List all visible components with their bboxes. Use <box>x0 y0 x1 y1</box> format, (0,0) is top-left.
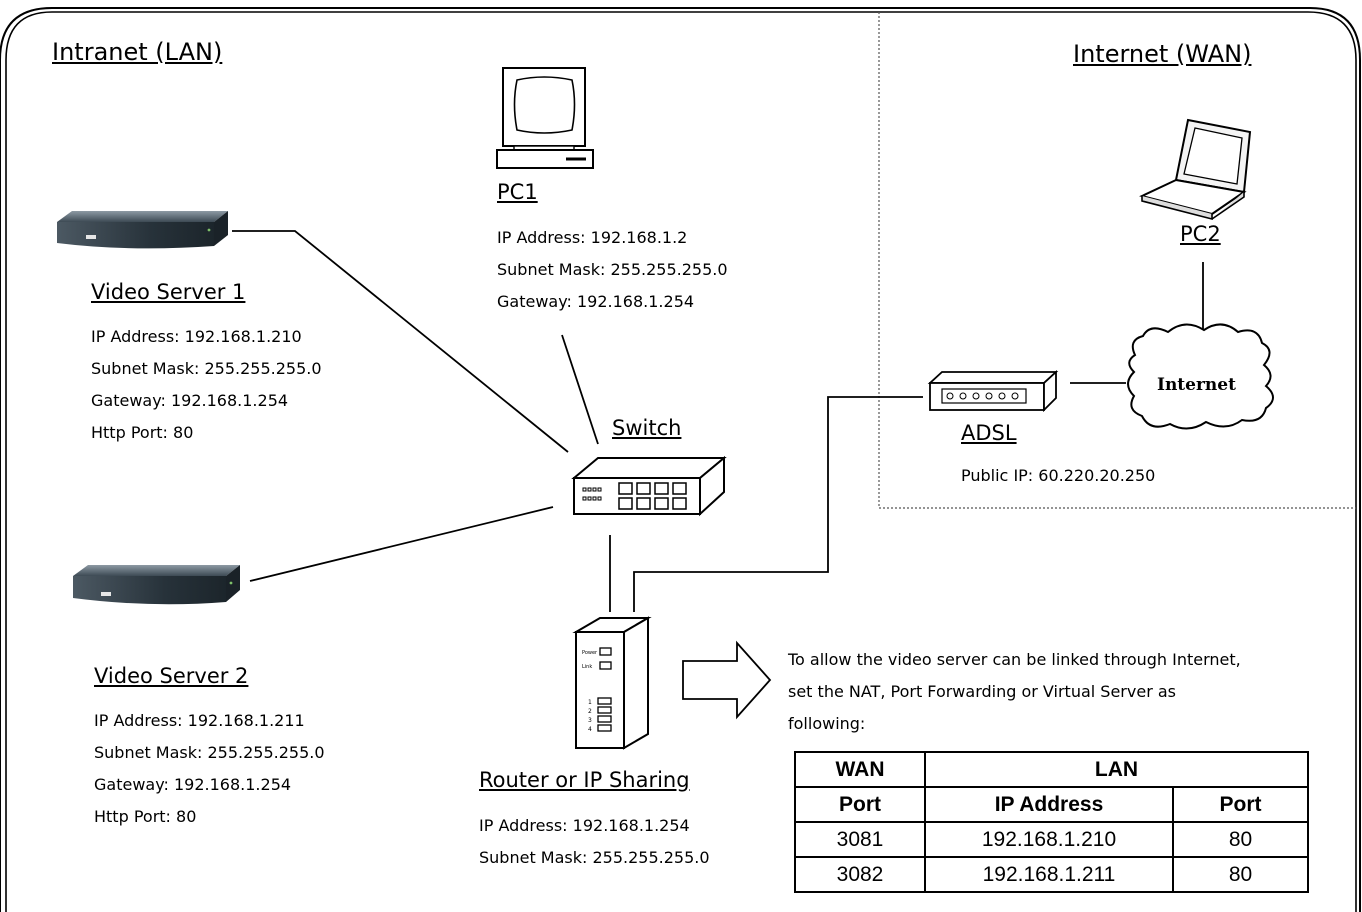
header-wan-port: Port <box>794 786 926 823</box>
header-ip-address: IP Address <box>924 786 1174 823</box>
pc1-ip: IP Address: 192.168.1.2 <box>497 228 688 247</box>
video-server-2-subnet: Subnet Mask: 255.255.255.0 <box>94 743 325 762</box>
video-server-2-gateway: Gateway: 192.168.1.254 <box>94 775 292 794</box>
table-header-row: WAN LAN <box>794 751 1309 788</box>
row-1-lan-port: 80 <box>1172 821 1309 858</box>
video-server-1-subnet: Subnet Mask: 255.255.255.0 <box>91 359 322 378</box>
intranet-title: Intranet (LAN) <box>52 38 223 66</box>
adsl-name: ADSL <box>961 421 1017 445</box>
video-server-1-gateway: Gateway: 192.168.1.254 <box>91 391 289 410</box>
row-2-ip: 192.168.1.211 <box>924 856 1174 893</box>
router-label-link: Link <box>582 664 592 670</box>
switch-name: Switch <box>612 416 682 440</box>
video-server-2-port: Http Port: 80 <box>94 807 197 826</box>
desktop-pc-icon <box>496 67 594 169</box>
video-server-2-icon <box>73 565 240 605</box>
router-port-1: 1 <box>588 699 592 706</box>
pc1-gateway: Gateway: 192.168.1.254 <box>497 292 695 311</box>
adsl-modem-icon <box>927 369 1059 413</box>
row-2-lan-port: 80 <box>1172 856 1309 893</box>
router-port-4: 4 <box>588 726 592 733</box>
pc1-name: PC1 <box>497 180 538 204</box>
note-line-3: following: <box>788 714 866 733</box>
table-subheader-row: Port IP Address Port <box>794 786 1309 823</box>
table-row: 3081 192.168.1.210 80 <box>794 821 1309 858</box>
outer-frame-inner <box>5 11 1357 912</box>
table-row: 3082 192.168.1.211 80 <box>794 856 1309 893</box>
video-server-2-ip: IP Address: 192.168.1.211 <box>94 711 305 730</box>
router-icon: Power Link 1 2 3 4 <box>572 616 652 750</box>
router-ip: IP Address: 192.168.1.254 <box>479 816 690 835</box>
router-port-2: 2 <box>588 708 592 715</box>
router-label-power: Power <box>582 650 598 656</box>
video-server-1-icon <box>57 211 228 249</box>
pc1-subnet: Subnet Mask: 255.255.255.0 <box>497 260 728 279</box>
header-lan: LAN <box>924 751 1309 788</box>
wire-pc1-switch <box>561 334 599 445</box>
pc2-name: PC2 <box>1180 222 1221 246</box>
internet-title: Internet (WAN) <box>1073 40 1252 68</box>
wire-vs1-switch <box>232 230 569 453</box>
arrow-icon <box>682 640 772 720</box>
header-lan-port: Port <box>1172 786 1309 823</box>
internet-cloud-label: Internet <box>1157 375 1236 395</box>
wire-vs2-switch <box>249 506 554 582</box>
outer-frame <box>0 7 1361 912</box>
video-server-1-port: Http Port: 80 <box>91 423 194 442</box>
wan-boundary <box>878 12 1356 509</box>
network-switch-icon <box>571 455 727 517</box>
video-server-1-ip: IP Address: 192.168.1.210 <box>91 327 302 346</box>
row-1-wan-port: 3081 <box>794 821 926 858</box>
video-server-2-name: Video Server 2 <box>94 664 249 688</box>
note-line-1: To allow the video server can be linked … <box>788 650 1241 669</box>
video-server-1-name: Video Server 1 <box>91 280 246 304</box>
cloud-icon <box>1127 323 1274 430</box>
row-2-wan-port: 3082 <box>794 856 926 893</box>
row-1-ip: 192.168.1.210 <box>924 821 1174 858</box>
laptop-icon <box>1139 118 1252 221</box>
router-name: Router or IP Sharing <box>479 768 690 792</box>
adsl-public-ip: Public IP: 60.220.20.250 <box>961 466 1156 485</box>
port-forwarding-table: WAN LAN Port IP Address Port 3081 192.16… <box>794 751 1309 893</box>
wire-router-adsl <box>633 396 923 612</box>
note-line-2: set the NAT, Port Forwarding or Virtual … <box>788 682 1176 701</box>
router-subnet: Subnet Mask: 255.255.255.0 <box>479 848 710 867</box>
router-port-3: 3 <box>588 717 592 724</box>
header-wan: WAN <box>794 751 926 788</box>
